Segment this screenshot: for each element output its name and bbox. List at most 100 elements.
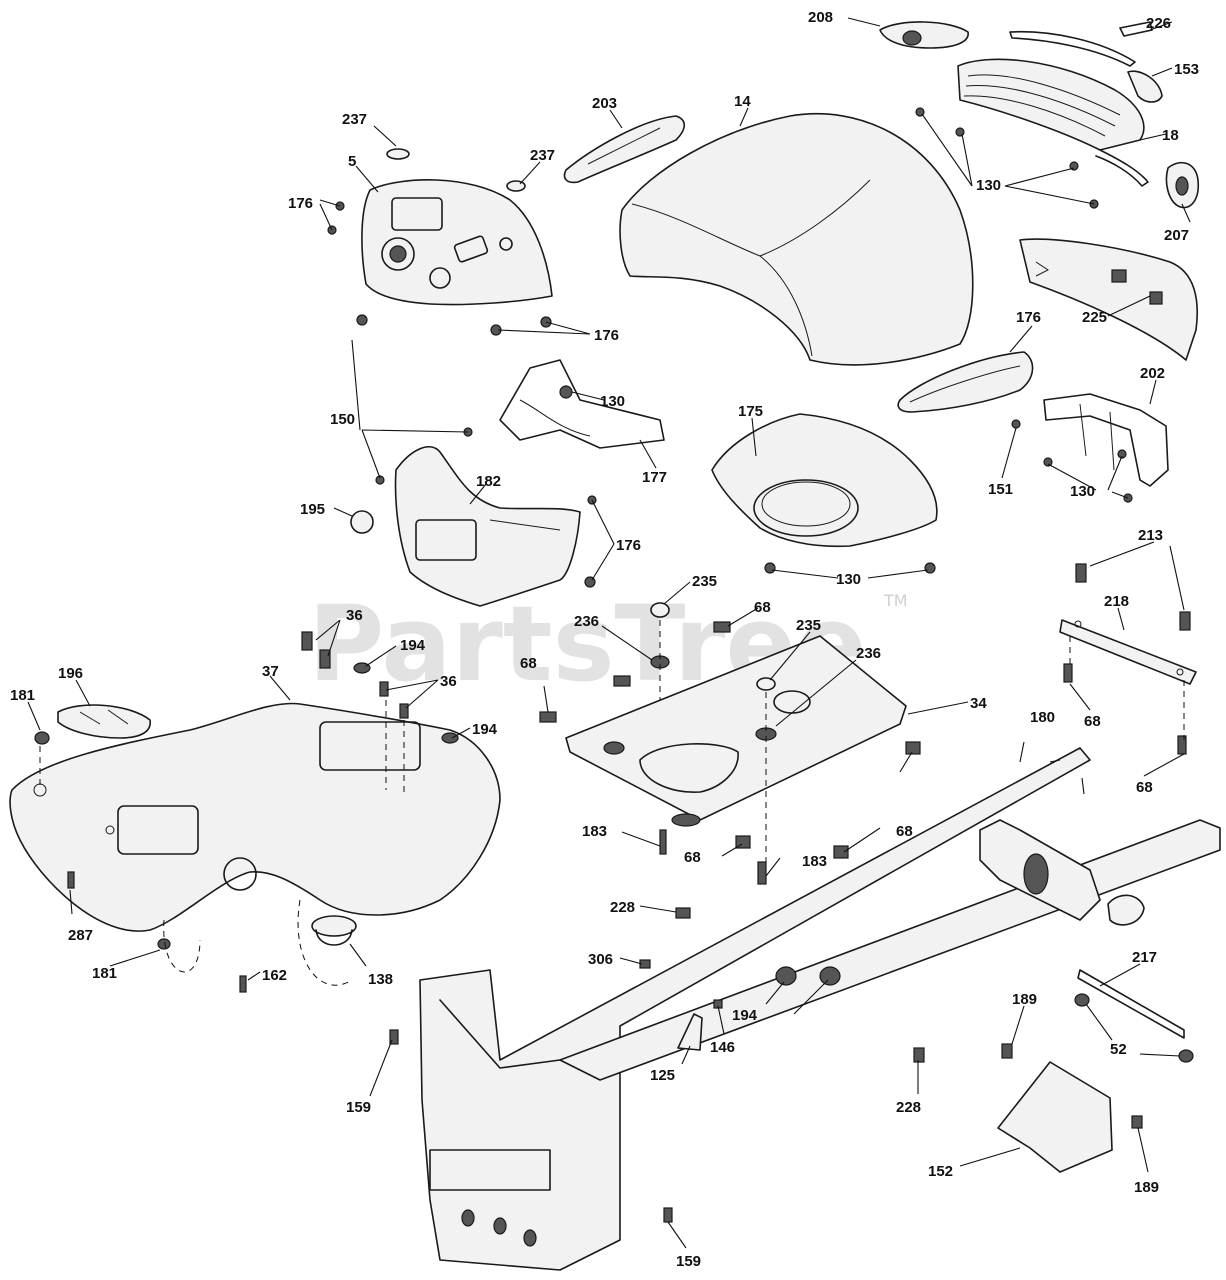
callout-14[interactable]: 14 <box>734 93 751 110</box>
callout-306[interactable]: 306 <box>588 951 613 968</box>
callout-217[interactable]: 217 <box>1132 949 1157 966</box>
part-177-nut[interactable] <box>559 385 573 399</box>
callout-36[interactable]: 36 <box>346 607 363 624</box>
part-208-light-lens[interactable] <box>879 21 969 49</box>
part-203-dash-trim[interactable] <box>563 115 686 184</box>
callout-159[interactable]: 159 <box>346 1099 371 1116</box>
callout-181[interactable]: 181 <box>92 965 117 982</box>
callout-235[interactable]: 235 <box>692 573 717 590</box>
callout-labels: 208 226 153 18 130 207 225 14 203 237 237 5 176 176 17… <box>10 9 1199 1270</box>
callout-153[interactable]: 153 <box>1174 61 1199 78</box>
callout-182[interactable]: 182 <box>476 473 501 490</box>
callout-194[interactable]: 194 <box>472 721 498 738</box>
callout-208[interactable]: 208 <box>808 9 833 26</box>
callout-207[interactable]: 207 <box>1164 227 1189 244</box>
part-150-engine-baffle[interactable] <box>711 413 938 548</box>
part-18-grille[interactable] <box>957 58 1149 187</box>
callout-68[interactable]: 68 <box>896 823 913 840</box>
callout-130[interactable]: 130 <box>836 571 861 588</box>
callout-5[interactable]: 5 <box>348 153 356 170</box>
callout-237[interactable]: 237 <box>530 147 555 164</box>
callout-189[interactable]: 189 <box>1012 991 1037 1008</box>
callout-159[interactable]: 159 <box>676 1253 701 1270</box>
callout-236[interactable]: 236 <box>574 613 599 630</box>
part-151-bracket[interactable] <box>1043 393 1169 487</box>
callout-34[interactable]: 34 <box>970 695 987 712</box>
part-14-hood[interactable] <box>619 112 974 366</box>
callout-68[interactable]: 68 <box>520 655 537 672</box>
part-180-frame[interactable] <box>419 747 1221 1271</box>
callout-194[interactable]: 194 <box>400 637 426 654</box>
part-52-nuts[interactable] <box>1074 993 1194 1063</box>
callout-125[interactable]: 125 <box>650 1067 675 1084</box>
part-196-pedal-pad[interactable] <box>57 704 151 739</box>
callout-225[interactable]: 225 <box>1082 309 1107 326</box>
callout-176[interactable]: 176 <box>288 195 313 212</box>
callout-68[interactable]: 68 <box>1136 779 1153 796</box>
callout-68[interactable]: 68 <box>684 849 701 866</box>
part-207-headlight[interactable] <box>1165 161 1200 209</box>
part-202-foot-rest[interactable] <box>897 351 1034 413</box>
part-217-link[interactable] <box>1077 969 1185 1039</box>
part-195-plug[interactable] <box>350 510 374 534</box>
part-218-strap[interactable] <box>1059 619 1197 685</box>
callout-183[interactable]: 183 <box>582 823 607 840</box>
callout-236[interactable]: 236 <box>856 645 881 662</box>
callout-68[interactable]: 68 <box>754 599 771 616</box>
callout-228[interactable]: 228 <box>896 1099 921 1116</box>
watermark-trademark: TM <box>883 591 908 610</box>
callout-175[interactable]: 175 <box>738 403 763 420</box>
callout-235[interactable]: 235 <box>796 617 821 634</box>
callout-189[interactable]: 189 <box>1134 1179 1159 1196</box>
part-182-lower-dash[interactable] <box>394 446 581 607</box>
part-152-bracket[interactable] <box>997 1061 1113 1173</box>
callout-152[interactable]: 152 <box>928 1163 953 1180</box>
callout-287[interactable]: 287 <box>68 927 93 944</box>
part-153-emblem[interactable] <box>1127 70 1163 103</box>
callout-228[interactable]: 228 <box>610 899 635 916</box>
callout-183[interactable]: 183 <box>802 853 827 870</box>
callout-177[interactable]: 177 <box>642 469 667 486</box>
callout-203[interactable]: 203 <box>592 95 617 112</box>
part-34-engine-plate[interactable] <box>565 635 907 827</box>
callout-37[interactable]: 37 <box>262 663 279 680</box>
part-226-trim-strip[interactable] <box>1009 21 1153 67</box>
callout-213[interactable]: 213 <box>1138 527 1163 544</box>
callout-226[interactable]: 226 <box>1146 15 1171 32</box>
callout-130[interactable]: 130 <box>600 393 625 410</box>
callout-130[interactable]: 130 <box>976 177 1001 194</box>
callout-180[interactable]: 180 <box>1030 709 1055 726</box>
callout-36[interactable]: 36 <box>440 673 457 690</box>
part-125-bracket[interactable] <box>677 1013 703 1051</box>
part-194-nuts-frame[interactable] <box>775 966 841 986</box>
callout-18[interactable]: 18 <box>1162 127 1179 144</box>
callout-162[interactable]: 162 <box>262 967 287 984</box>
part-5-dash-panel[interactable] <box>361 179 553 306</box>
part-175-cable-bracket[interactable] <box>499 359 665 449</box>
callout-195[interactable]: 195 <box>300 501 325 518</box>
fasteners <box>34 107 1191 1223</box>
callout-176[interactable]: 176 <box>594 327 619 344</box>
callout-194[interactable]: 194 <box>732 1007 758 1024</box>
callout-146[interactable]: 146 <box>710 1039 735 1056</box>
callout-196[interactable]: 196 <box>58 665 83 682</box>
part-235-236-isolators[interactable] <box>650 602 777 741</box>
callout-150[interactable]: 150 <box>330 411 355 428</box>
callout-138[interactable]: 138 <box>368 971 393 988</box>
callout-68[interactable]: 68 <box>1084 713 1101 730</box>
part-138-grommet[interactable] <box>311 915 357 946</box>
part-237-plugs[interactable] <box>386 148 526 192</box>
callout-176[interactable]: 176 <box>1016 309 1041 326</box>
callout-237[interactable]: 237 <box>342 111 367 128</box>
callout-202[interactable]: 202 <box>1140 365 1165 382</box>
callout-151[interactable]: 151 <box>988 481 1013 498</box>
assembly-lines <box>39 620 1185 986</box>
leader-lines <box>27 17 1191 1249</box>
part-37-footboard[interactable] <box>9 702 501 932</box>
callout-181[interactable]: 181 <box>10 687 35 704</box>
callout-130[interactable]: 130 <box>1070 483 1095 500</box>
part-225-bumper[interactable] <box>1019 238 1199 361</box>
callout-176[interactable]: 176 <box>616 537 641 554</box>
callout-218[interactable]: 218 <box>1104 593 1129 610</box>
callout-52[interactable]: 52 <box>1110 1041 1127 1058</box>
